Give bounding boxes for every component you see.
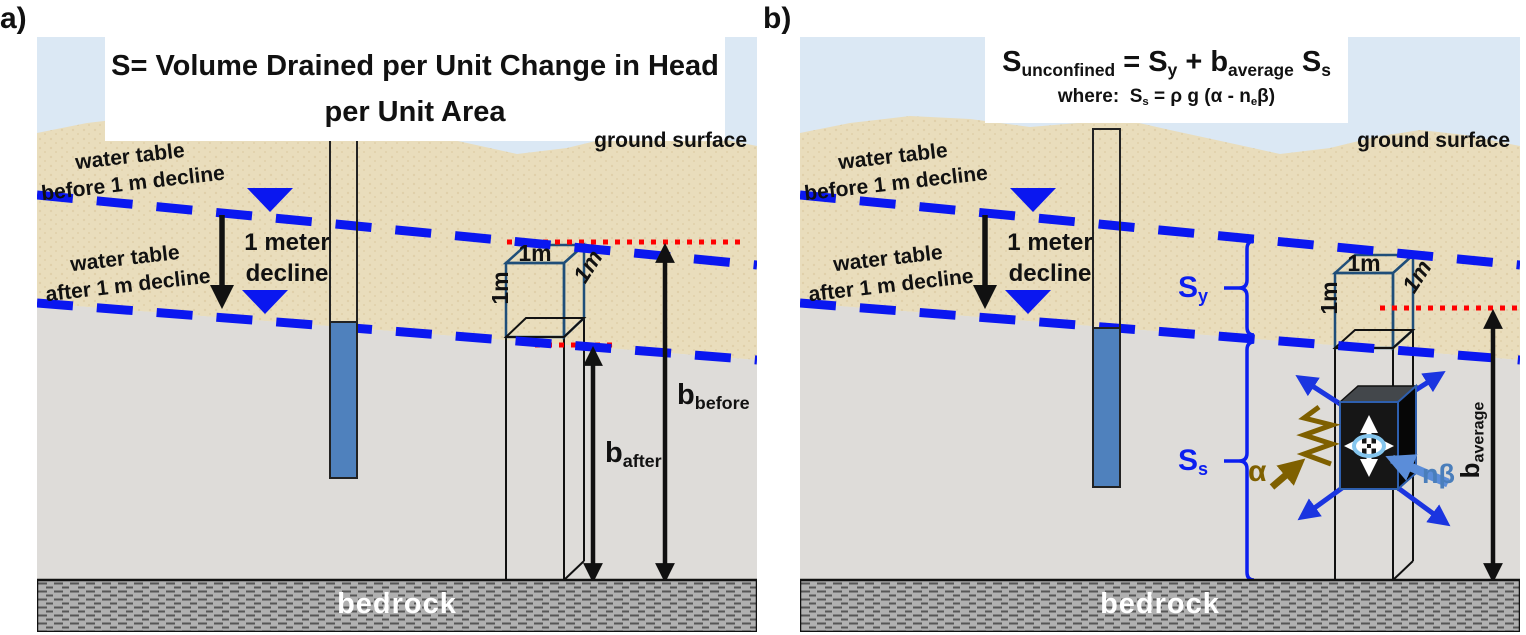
panel-a-title-line2: per Unit Area bbox=[324, 96, 506, 129]
saturated-zone bbox=[800, 303, 1520, 580]
water-table-after-line bbox=[800, 298, 1520, 365]
bedrock-label: bedrock bbox=[1100, 588, 1220, 620]
cube-side-1m-label: 1m bbox=[487, 271, 513, 305]
bedrock-label: bedrock bbox=[337, 588, 457, 620]
water-table-before-line bbox=[800, 190, 1520, 270]
well-water-column bbox=[1092, 327, 1121, 488]
panel-a-title-line1: S= Volume Drained per Unit Change in Hea… bbox=[111, 50, 719, 82]
one-meter-decline-label: 1 meter decline bbox=[244, 229, 330, 288]
alpha-arrow bbox=[1269, 458, 1306, 490]
water-table-symbol-after bbox=[1005, 290, 1051, 314]
panel-b-where-clause: where: Ss = ρ g (α - neβ) bbox=[1057, 85, 1276, 109]
rev-cube-right-face bbox=[1397, 383, 1417, 492]
cube-top-1m-label: 1m bbox=[1347, 250, 1381, 276]
well bbox=[329, 128, 358, 479]
ss-label: Ss bbox=[1178, 444, 1209, 480]
water-table-after-line bbox=[37, 298, 757, 365]
water-table-symbol-before bbox=[1010, 188, 1056, 212]
panel-b-title-box: Sunconfined = Sy + baverage Ss where: Ss… bbox=[985, 37, 1348, 123]
b-before-label: bbefore bbox=[677, 379, 750, 414]
cube-side-1m-label: 1m bbox=[1316, 281, 1342, 315]
panel-b: Sunconfined = Sy + baverage Ss where: Ss… bbox=[800, 37, 1520, 632]
water-table-symbol-after bbox=[242, 290, 288, 314]
panel-b-drawing bbox=[800, 37, 1520, 632]
ground-surface-label: ground surface bbox=[1357, 129, 1510, 152]
panel-a: S= Volume Drained per Unit Change in Hea… bbox=[37, 37, 757, 632]
bedrock-layer bbox=[37, 578, 757, 632]
well bbox=[1092, 128, 1121, 488]
alpha-spring-icon bbox=[1296, 404, 1341, 467]
nbeta-arrow bbox=[1385, 454, 1450, 488]
panel-b-formula: Sunconfined = Sy + baverage Ss bbox=[1002, 46, 1331, 80]
expansion-arrow-downright bbox=[1392, 482, 1451, 527]
one-meter-decline-label: 1 meter decline bbox=[1007, 229, 1093, 288]
panel-b-tag: b) bbox=[763, 2, 792, 35]
sy-label: Sy bbox=[1178, 271, 1209, 307]
bedrock-layer bbox=[800, 578, 1520, 632]
pore-water-ring bbox=[1352, 434, 1386, 458]
cube-top-1m-label: 1m bbox=[518, 240, 552, 266]
alpha-label: α bbox=[1248, 455, 1267, 488]
nbeta-label: nβ bbox=[1422, 459, 1455, 489]
well-water-column bbox=[329, 321, 358, 479]
b-after-label: bafter bbox=[605, 437, 662, 472]
saturated-zone bbox=[37, 303, 757, 580]
panel-a-tag: a) bbox=[0, 2, 27, 35]
water-table-before-line bbox=[37, 190, 757, 270]
water-table-symbol-before bbox=[247, 188, 293, 212]
b-average-label: baverage bbox=[1455, 401, 1488, 479]
panel-a-title-box: S= Volume Drained per Unit Change in Hea… bbox=[105, 37, 725, 141]
rev-cube-front-face bbox=[1339, 401, 1399, 490]
ground-surface-label: ground surface bbox=[594, 129, 747, 152]
